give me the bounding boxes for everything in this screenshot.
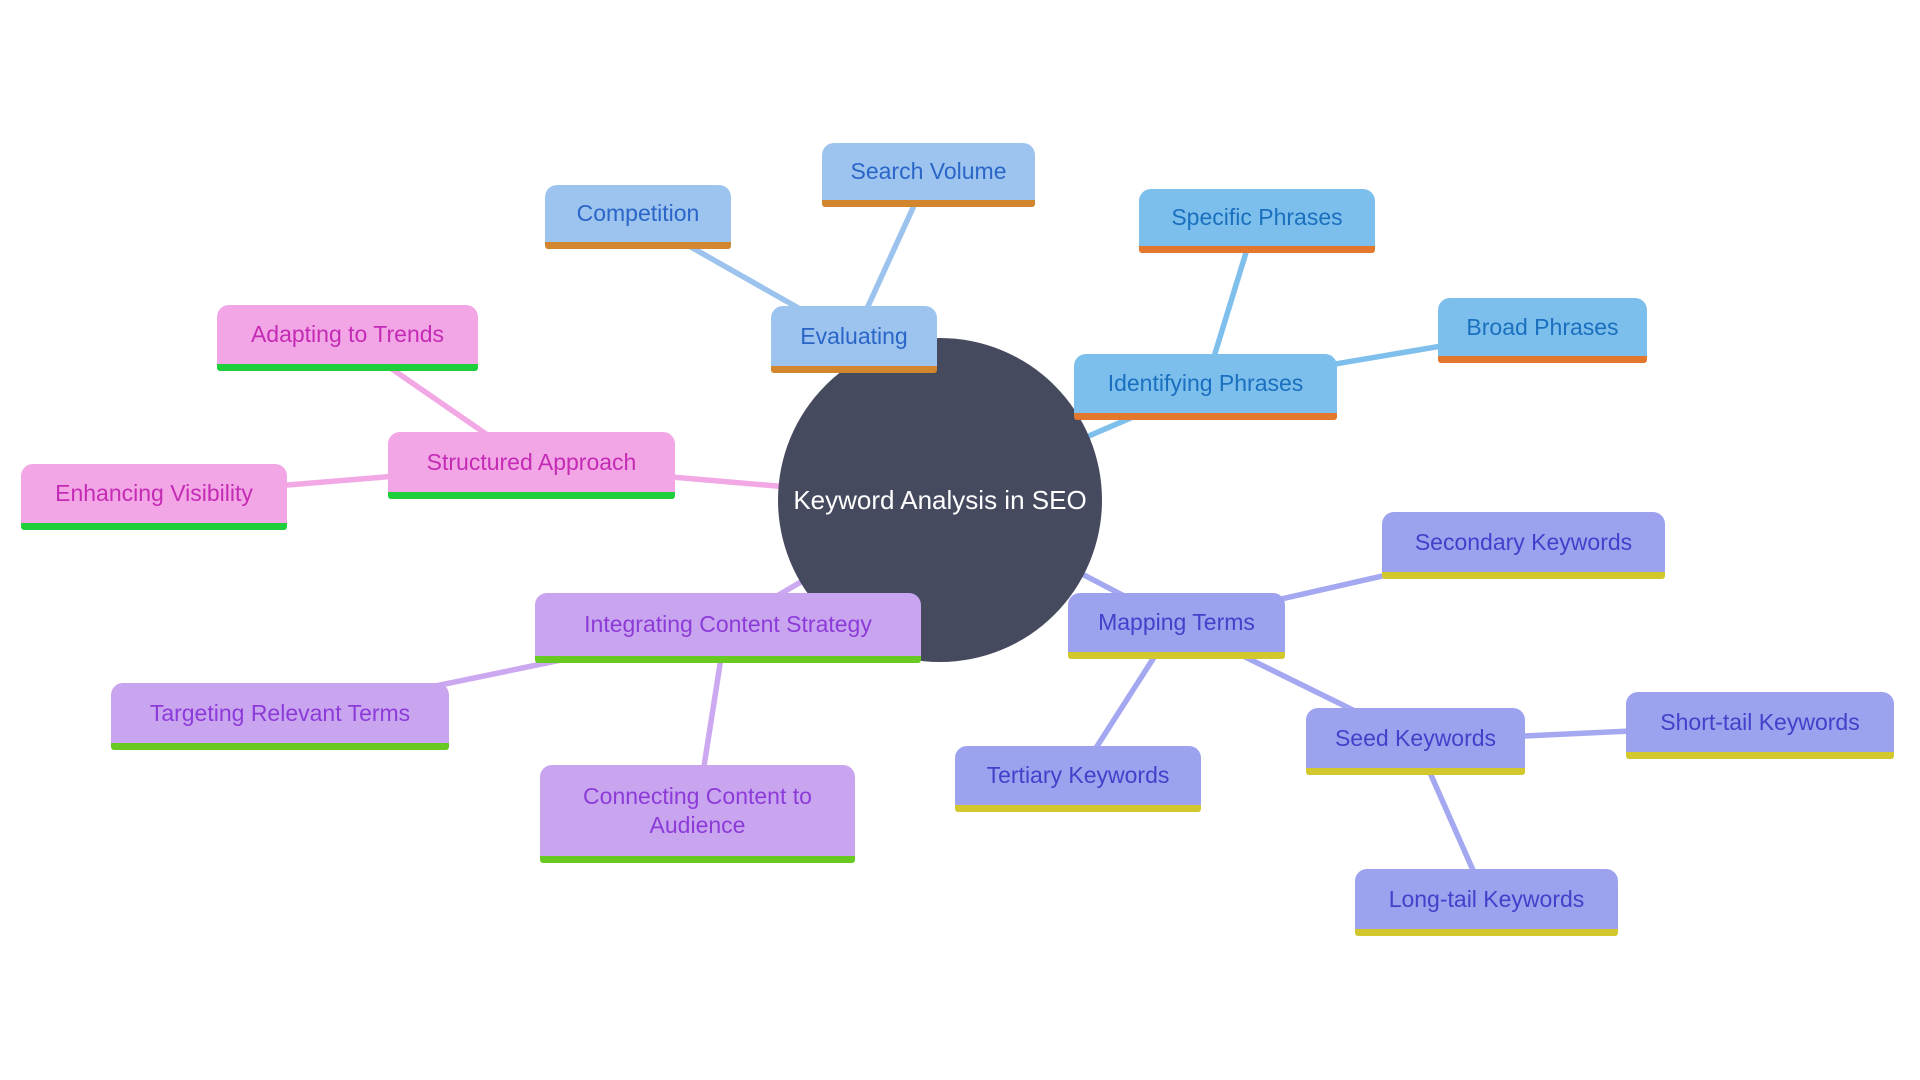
node-search-volume-label: Search Volume <box>850 158 1007 185</box>
node-adapting-to-trends-label: Adapting to Trends <box>250 321 445 348</box>
node-seed-keywords-label: Seed Keywords <box>1334 724 1497 751</box>
node-broad-phrases-label: Broad Phrases <box>1466 313 1619 340</box>
node-long-tail-keywords-label: Long-tail Keywords <box>1388 885 1585 912</box>
node-enhancing-visibility[interactable]: Enhancing Visibility <box>21 464 287 530</box>
node-short-tail-keywords-label: Short-tail Keywords <box>1660 708 1860 735</box>
node-identifying-phrases-label: Identifying Phrases <box>1107 370 1304 397</box>
node-short-tail-keywords[interactable]: Short-tail Keywords <box>1626 692 1894 759</box>
node-evaluating-label: Evaluating <box>800 322 908 349</box>
center-node-label: Keyword Analysis in SEO <box>793 484 1087 515</box>
node-enhancing-visibility-label: Enhancing Visibility <box>55 480 253 507</box>
node-competition[interactable]: Competition <box>545 185 731 249</box>
node-evaluating[interactable]: Evaluating <box>771 306 937 373</box>
node-connecting-content-to-audience[interactable]: Connecting Content to Audience <box>540 765 855 863</box>
node-seed-keywords[interactable]: Seed Keywords <box>1306 708 1525 775</box>
node-structured-approach[interactable]: Structured Approach <box>388 432 675 499</box>
node-secondary-keywords-label: Secondary Keywords <box>1414 528 1633 555</box>
node-broad-phrases[interactable]: Broad Phrases <box>1438 298 1647 363</box>
node-adapting-to-trends[interactable]: Adapting to Trends <box>217 305 478 371</box>
node-targeting-relevant-terms[interactable]: Targeting Relevant Terms <box>111 683 449 750</box>
node-mapping-terms-label: Mapping Terms <box>1098 609 1255 636</box>
node-integrating-content-strategy[interactable]: Integrating Content Strategy <box>535 593 921 663</box>
node-identifying-phrases[interactable]: Identifying Phrases <box>1074 354 1337 420</box>
node-long-tail-keywords[interactable]: Long-tail Keywords <box>1355 869 1618 936</box>
node-targeting-relevant-terms-label: Targeting Relevant Terms <box>149 699 411 726</box>
node-mapping-terms[interactable]: Mapping Terms <box>1068 593 1285 659</box>
node-search-volume[interactable]: Search Volume <box>822 143 1035 207</box>
node-structured-approach-label: Structured Approach <box>426 448 637 475</box>
node-competition-label: Competition <box>576 200 700 227</box>
node-specific-phrases-label: Specific Phrases <box>1171 204 1343 231</box>
node-tertiary-keywords[interactable]: Tertiary Keywords <box>955 746 1201 812</box>
node-secondary-keywords[interactable]: Secondary Keywords <box>1382 512 1665 579</box>
node-connecting-content-to-audience-label: Connecting Content to Audience <box>583 783 812 838</box>
node-tertiary-keywords-label: Tertiary Keywords <box>986 762 1170 789</box>
node-specific-phrases[interactable]: Specific Phrases <box>1139 189 1375 253</box>
node-integrating-content-strategy-label: Integrating Content Strategy <box>584 611 872 638</box>
